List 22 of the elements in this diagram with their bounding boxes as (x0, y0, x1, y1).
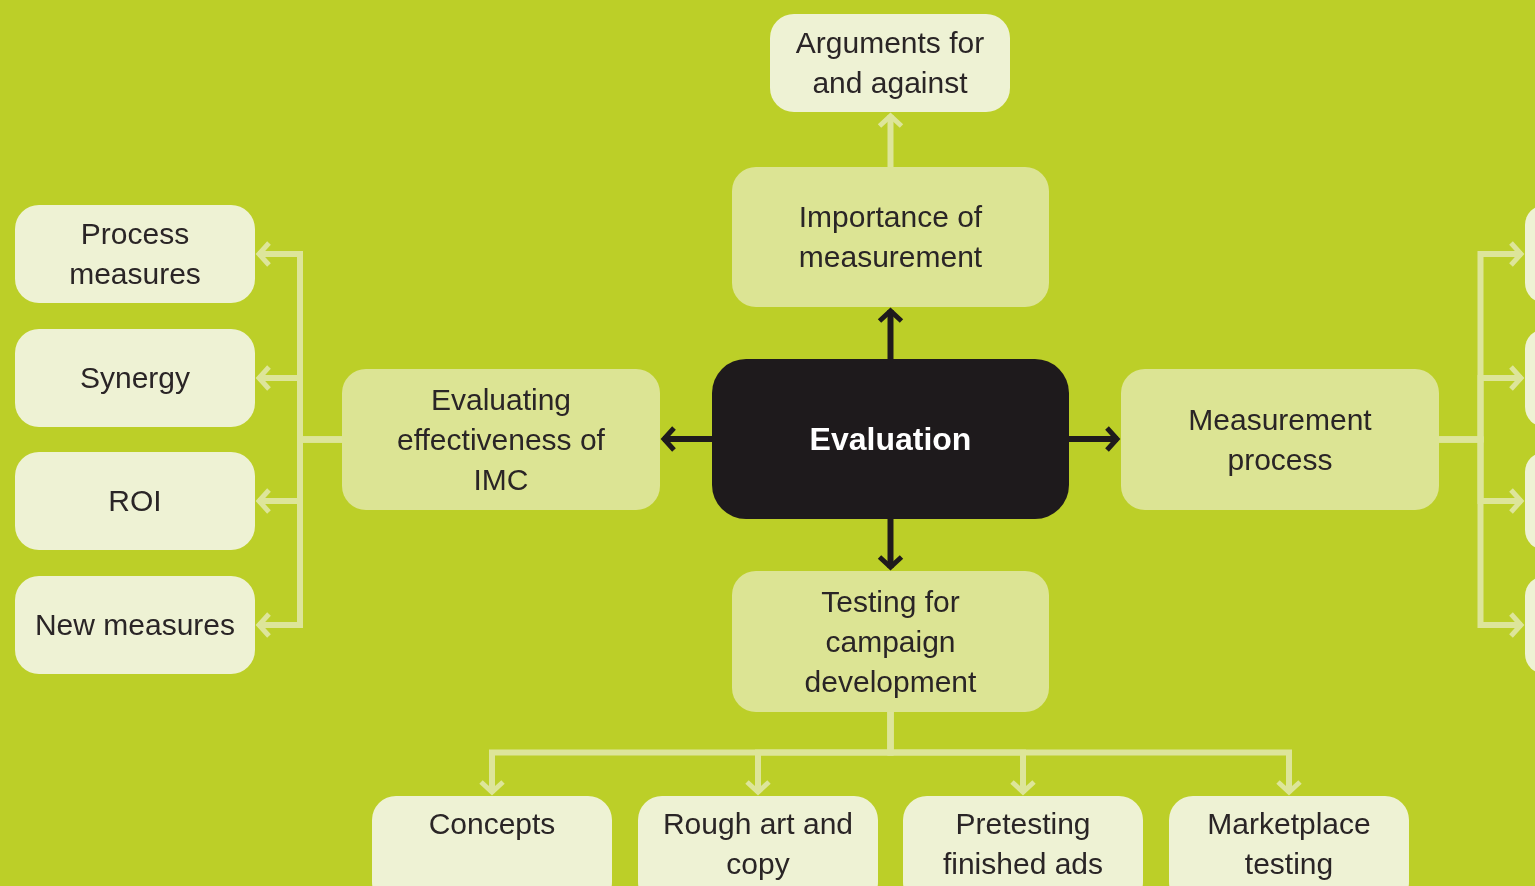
arrow (877, 519, 904, 570)
arrow (1069, 425, 1120, 453)
arrow (877, 308, 904, 359)
topic-box: Rough art and copy (638, 796, 878, 886)
topic-box: New measures (15, 576, 255, 674)
arrow (877, 113, 904, 167)
topic-box: Measurement process (1121, 369, 1439, 510)
arrow (661, 425, 712, 453)
arrow (1439, 436, 1524, 639)
topic-box: Process measures (15, 205, 255, 303)
topic-box: Testing for campaign development (732, 571, 1049, 712)
topic-box: Synergy (15, 329, 255, 427)
topic-box: Evaluating effectiveness of IMC (342, 369, 660, 510)
central-topic-box: Evaluation (712, 359, 1069, 519)
topic-box: Importance of measurement (732, 167, 1049, 307)
topic-box: ROI (15, 452, 255, 550)
topic-box: Marketplace testing (1169, 796, 1409, 886)
arrow (256, 436, 342, 639)
arrow (887, 712, 1303, 795)
topic-box: Pretesting finished ads (903, 796, 1143, 886)
topic-box: Arguments for and against (770, 14, 1010, 112)
topic-box: Concepts (372, 796, 612, 886)
